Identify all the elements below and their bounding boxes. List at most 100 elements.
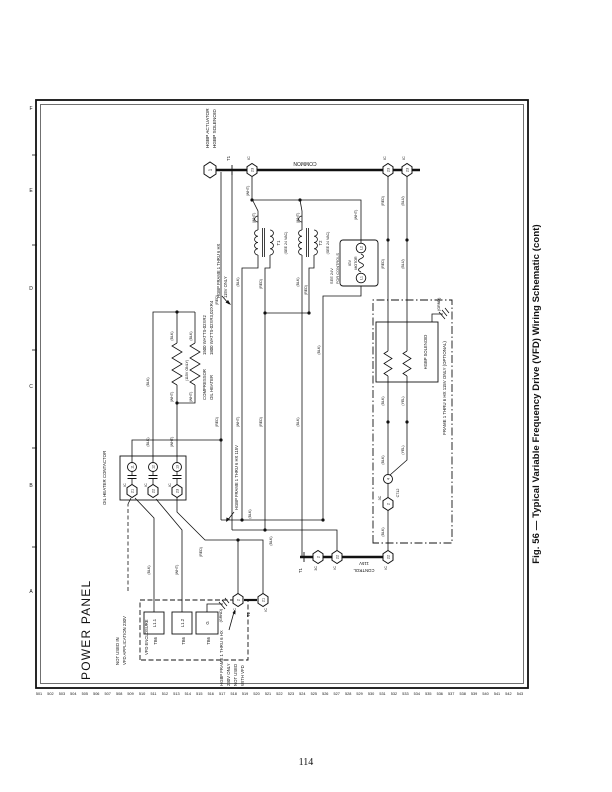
grid-line-number: 512	[162, 692, 168, 696]
junction-dot	[250, 198, 254, 202]
grid-line-number: 506	[93, 692, 99, 696]
terminal-circle	[355, 242, 367, 254]
wire-color-label: (BLU)	[401, 259, 405, 268]
transformer-t1-primary-coil	[254, 229, 259, 256]
wire-color-label: (YEL)	[401, 396, 405, 405]
grid-line-number: 523	[288, 692, 294, 696]
junction-dot	[175, 310, 179, 314]
label: HGBP FRAME 1 THRU 6 HX	[219, 630, 224, 686]
wire-color-label: (RED)	[304, 285, 308, 295]
terminal-hex	[232, 592, 244, 608]
leader-arrowhead	[225, 300, 231, 305]
terminal-circle	[148, 462, 158, 472]
grid-line-number: 507	[105, 692, 111, 696]
label: IC	[144, 483, 148, 487]
terminal-circle-number: L2	[359, 246, 363, 250]
junction-dot	[240, 518, 244, 522]
label: 3C	[314, 566, 318, 571]
grid-line-number: 504	[70, 692, 76, 696]
wire-color-label: (RED)	[215, 295, 219, 305]
grid-line-number: 526	[322, 692, 328, 696]
wire-color-label: (BLK)	[381, 527, 385, 536]
label: 115V	[359, 561, 369, 566]
label: (GRND)	[437, 298, 441, 311]
junction-dot	[321, 518, 325, 522]
grid-line-number: 528	[345, 692, 351, 696]
label: L1.2	[180, 618, 185, 627]
wire-color-label: (BLU)	[401, 196, 405, 205]
label: TB6	[206, 636, 211, 644]
tb6-l11-terminal	[143, 611, 165, 635]
wire-color-label: (YEL)	[401, 445, 405, 454]
wire-color-label: (RED)	[215, 417, 219, 427]
grid-line-number: 508	[116, 692, 122, 696]
grid-line-number: 510	[139, 692, 145, 696]
wire-color-label: (RED)	[381, 196, 385, 206]
wire-color-label: (BLK)	[146, 437, 150, 446]
wire-color-label: (WHT)	[189, 392, 193, 403]
terminal-hex	[257, 592, 269, 608]
page-number: 114	[298, 757, 314, 768]
label: T2	[318, 240, 323, 246]
grid-line-number: 515	[196, 692, 202, 696]
grid-line-number: 527	[334, 692, 340, 696]
label: IC	[383, 156, 387, 160]
grid-line-number: 540	[482, 692, 488, 696]
heater-resistor	[189, 342, 201, 386]
grid-line-number: 531	[379, 692, 385, 696]
wire	[308, 255, 315, 313]
terminal-hex	[147, 483, 159, 499]
wire-color-label: (RED)	[259, 417, 263, 427]
grid-line-number: 533	[402, 692, 408, 696]
label: C712	[396, 489, 400, 498]
label: FOR CONTROLS	[335, 253, 340, 284]
wire	[134, 497, 155, 612]
label: OIL HEATER	[209, 375, 214, 400]
label: WITH VFD	[240, 665, 245, 686]
grid-line-number: 516	[208, 692, 214, 696]
wire-color-label: (BLK)	[170, 331, 174, 340]
label: T1	[246, 611, 251, 617]
label: T1	[298, 567, 303, 573]
solenoid-coil	[402, 350, 412, 377]
junction-dot	[405, 420, 409, 424]
label: (GRND)	[219, 609, 223, 622]
label: 3C	[378, 495, 382, 500]
grid-line-number: 530	[368, 692, 374, 696]
grid-line-number: 537	[448, 692, 454, 696]
label: COMMON	[293, 160, 317, 166]
wire	[431, 313, 443, 322]
terminal-hex-number: 22	[336, 555, 340, 559]
grid-column-letter: B	[29, 483, 33, 489]
grid-line-number: 522	[276, 692, 282, 696]
wire-color-label: (BLK)	[146, 377, 150, 386]
junction-dot	[307, 311, 311, 315]
motor-winding	[358, 253, 364, 273]
wire	[176, 497, 264, 594]
wire-color-label: (WHT)	[170, 437, 174, 448]
label: OIL HEATER CONTACTOR	[102, 451, 107, 505]
grid-line-number: 525	[311, 692, 317, 696]
hgbp-solenoid-box	[375, 321, 439, 383]
grid-line-number: 501	[36, 692, 42, 696]
wire-color-label: (BLK)	[189, 331, 193, 340]
transformer-t2-secondary-coil	[313, 229, 318, 256]
wire	[264, 255, 271, 530]
grid-line-number: 513	[173, 692, 179, 696]
wire	[206, 603, 223, 612]
wire	[322, 286, 362, 520]
wire-color-label: (BLK)	[317, 345, 321, 354]
label: IC	[123, 483, 127, 487]
label: T1	[226, 155, 231, 161]
grid-column-letter: F	[29, 106, 32, 112]
terminal-hex-number: 22	[152, 489, 156, 493]
wire-color-label: (BLK)	[296, 277, 300, 286]
grid-column-letter: C	[29, 384, 33, 390]
grid-line-number: 519	[242, 692, 248, 696]
label: G	[205, 621, 210, 624]
terminal-circle-number: 13	[175, 465, 179, 469]
wire-color-label: (WHT)	[236, 417, 240, 428]
label: (SEE 24 VAC)	[284, 232, 288, 255]
